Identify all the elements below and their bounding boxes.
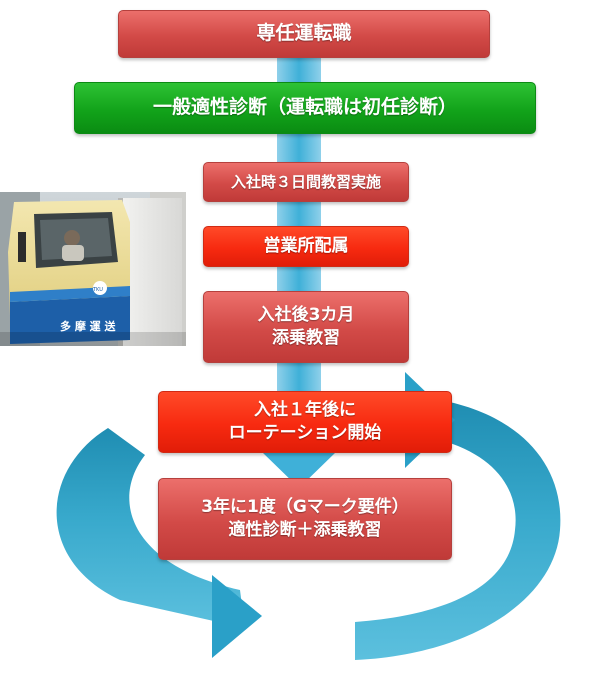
step-7-line-1: 3年に1度（Gマーク要件） [201,497,409,518]
step-3-line-1: 入社時３日間教習実施 [230,172,381,191]
step-6-line-2: ローテーション開始 [228,423,382,443]
step-7-line-2: 適性診断＋添乗教習 [228,520,382,540]
truck-logo: TKU [92,287,103,293]
truck-illustration: 多 摩 運 送 TKU [0,192,186,346]
step-aptitude-diagnosis: 一般適性診断（運転職は初任診断） [74,82,536,134]
step-2-line-1: 一般適性診断（運転職は初任診断） [152,96,457,119]
step-6-line-1: 入社１年後に [254,400,356,421]
step-5-line-2: 添乗教習 [272,328,340,348]
step-initial-training: 入社時３日間教習実施 [203,162,409,202]
step-periodic-diagnosis: 3年に1度（Gマーク要件） 適性診断＋添乗教習 [158,478,452,560]
cycle-arrowhead-right [212,575,262,658]
step-ride-along-training: 入社後3カ月 添乗教習 [203,291,409,363]
step-rotation-start: 入社１年後に ローテーション開始 [158,391,452,453]
truck-photo: 多 摩 運 送 TKU [0,192,186,346]
cycle-arrow-ring [56,428,245,628]
step-full-time-driver: 専任運転職 [118,10,490,58]
cycle-arrow-arc-right [355,400,561,660]
truck-lettering: 多 摩 運 送 [60,319,116,333]
step-5-line-1: 入社後3カ月 [257,305,355,326]
step-1-line-1: 専任運転職 [256,22,352,45]
step-4-line-1: 営業所配属 [263,236,349,257]
step-office-assignment: 営業所配属 [203,226,409,267]
vertical-arrowhead-down [262,452,336,488]
